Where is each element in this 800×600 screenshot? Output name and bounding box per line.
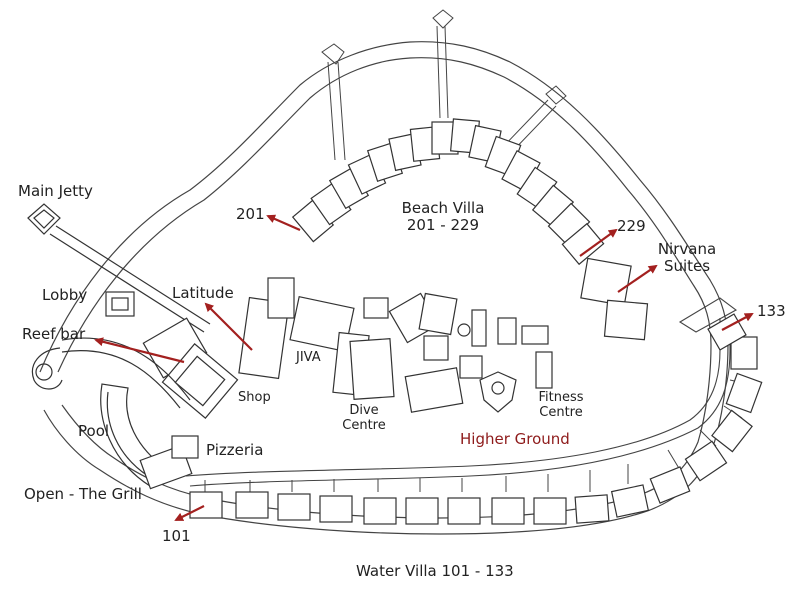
label-reef-bar: Reef bar	[22, 325, 86, 343]
water-villa-walkway	[185, 297, 738, 487]
label-water-villa: Water Villa 101 - 133	[356, 562, 514, 580]
label-fitness-line2: Centre	[539, 404, 583, 420]
label-133: 133	[757, 302, 786, 320]
label-open-grill: Open - The Grill	[24, 485, 142, 503]
label-fitness-line1: Fitness	[538, 390, 584, 405]
label-beach-villa-line1: Beach Villa	[401, 199, 485, 217]
arrow-reef-bar	[94, 337, 185, 364]
label-shop: Shop	[238, 390, 271, 405]
label-jiva: JIVA	[296, 350, 321, 365]
beach-villa-row	[291, 118, 605, 266]
label-higher-ground: Higher Ground	[460, 430, 570, 448]
main-jetty	[27, 203, 211, 333]
arrow-133	[721, 313, 754, 331]
water-villa-units	[189, 313, 763, 525]
label-nirvana-line1: Nirvana	[657, 240, 717, 258]
label-dive-centre-line1: Dive	[349, 403, 379, 418]
higher-ground-buildings	[388, 292, 553, 413]
nirvana-suites	[580, 257, 649, 341]
arrow-229	[579, 228, 618, 257]
label-dive-centre-line2: Centre	[342, 417, 386, 433]
label-101: 101	[162, 527, 191, 545]
label-pool: Pool	[78, 422, 110, 440]
label-nirvana-line2: Suites	[663, 257, 711, 276]
label-dive-centre: Dive Centre	[334, 403, 394, 434]
pointer-arrows	[94, 214, 754, 521]
lobby-building	[105, 291, 135, 317]
label-latitude: Latitude	[172, 284, 234, 302]
grill-building	[139, 435, 199, 490]
label-beach-villa: Beach Villa 201 - 229	[398, 199, 488, 235]
pool-area	[31, 337, 191, 487]
label-nirvana-suites: Nirvana Suites	[652, 240, 722, 276]
arrow-latitude	[204, 302, 253, 351]
label-beach-villa-line2: 201 - 229	[406, 216, 480, 235]
label-201: 201	[236, 205, 265, 223]
central-buildings	[238, 277, 395, 400]
label-fitness-centre: Fitness Centre	[530, 390, 592, 421]
beach-jetties	[321, 9, 567, 161]
arrow-201	[266, 214, 301, 232]
arrow-101	[174, 505, 205, 521]
label-main-jetty: Main Jetty	[18, 182, 93, 200]
label-pizzeria: Pizzeria	[206, 441, 264, 459]
arrow-nirvana	[617, 264, 658, 293]
reef-bar-building	[142, 317, 239, 419]
label-229: 229	[617, 217, 646, 235]
label-lobby: Lobby	[42, 286, 88, 304]
